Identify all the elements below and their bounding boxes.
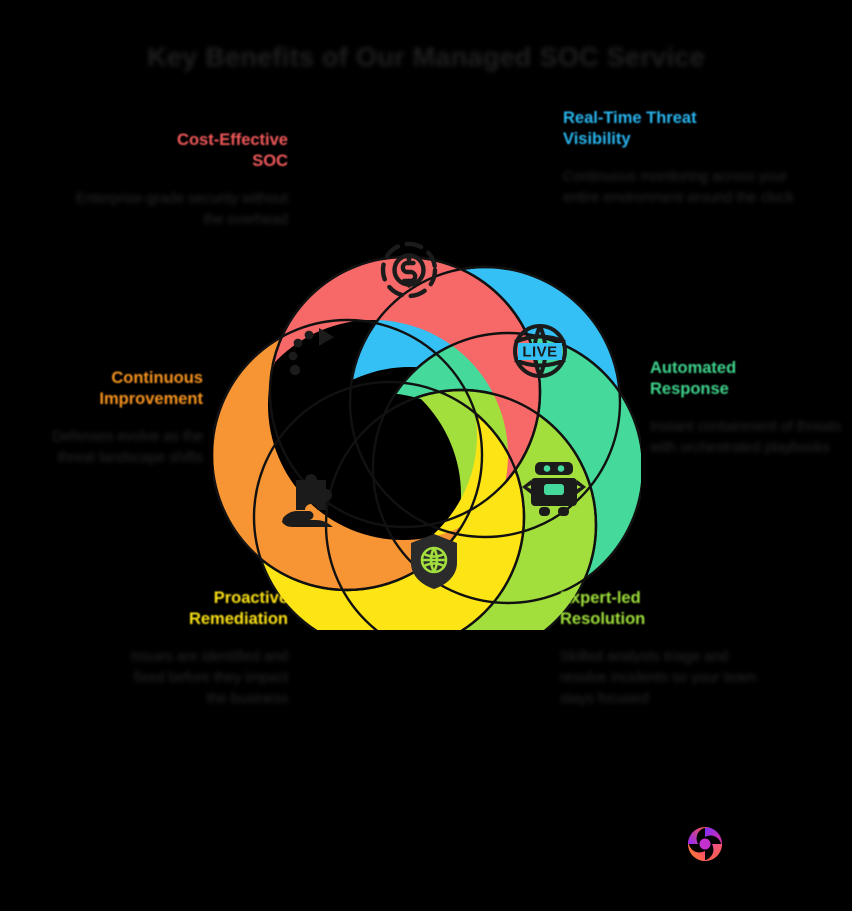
heading-line-2: Remediation — [188, 610, 288, 629]
label-real-time-threat-visibility: Real-Time Threat Visibility Continuous m… — [563, 108, 803, 209]
label-body-continuous: Defenses evolve as the threat landscape … — [52, 429, 203, 467]
shield-globe-icon — [411, 534, 457, 589]
label-heading-real-time: Real-Time Threat Visibility — [563, 108, 803, 150]
heading-line-1: Cost-Effective — [177, 131, 288, 149]
cycle-arrow-icon — [288, 328, 334, 376]
heading-line-1: Automated — [650, 359, 737, 377]
heading-line-1: Continuous — [111, 369, 203, 387]
label-body-expert-led: Skilled analysts triage and resolve inci… — [560, 649, 756, 708]
label-cost-effective-soc: Cost-Effective SOC Enterprise-grade secu… — [58, 130, 288, 231]
live-globe-icon: LIVE — [513, 324, 567, 378]
label-body-cost-effective: Enterprise-grade security without the ov… — [76, 191, 288, 229]
pinwheel-diagram: LIVE — [213, 212, 641, 630]
heading-line-1: Expert-led — [560, 589, 641, 607]
label-heading-automated: Automated Response — [650, 358, 850, 400]
svg-text:LIVE: LIVE — [522, 344, 557, 361]
heading-line-2: Response — [650, 380, 729, 399]
heading-line-1: Proactive — [213, 589, 288, 607]
label-heading-continuous: Continuous Improvement — [20, 368, 203, 410]
label-heading-cost-effective: Cost-Effective SOC — [58, 130, 288, 172]
heading-line-2: Resolution — [560, 610, 646, 629]
heading-line-1: Real-Time Threat — [563, 109, 697, 127]
brand-swirl-logo — [681, 820, 729, 868]
label-expert-led-resolution: Expert-led Resolution Skilled analysts t… — [560, 588, 775, 710]
label-heading-proactive: Proactive Remediation — [110, 588, 288, 630]
label-heading-expert-led: Expert-led Resolution — [560, 588, 775, 630]
label-continuous-improvement: Continuous Improvement Defenses evolve a… — [20, 368, 203, 469]
heading-line-2: SOC — [252, 152, 288, 171]
heading-line-2: Visibility — [563, 130, 631, 149]
label-body-automated: Instant containment of threats with orch… — [650, 419, 842, 457]
label-body-proactive: Issues are identified and fixed before t… — [130, 649, 288, 708]
dollar-coin-icon — [380, 241, 438, 299]
robot-icon — [522, 462, 586, 516]
label-automated-response: Automated Response Instant containment o… — [650, 358, 850, 459]
hand-puzzle-icon — [282, 474, 333, 527]
heading-line-2: Improvement — [99, 390, 203, 409]
label-proactive-remediation: Proactive Remediation Issues are identif… — [110, 588, 288, 710]
page-title: Key Benefits of Our Managed SOC Service — [147, 42, 705, 72]
label-body-real-time: Continuous monitoring across your entire… — [563, 169, 794, 207]
